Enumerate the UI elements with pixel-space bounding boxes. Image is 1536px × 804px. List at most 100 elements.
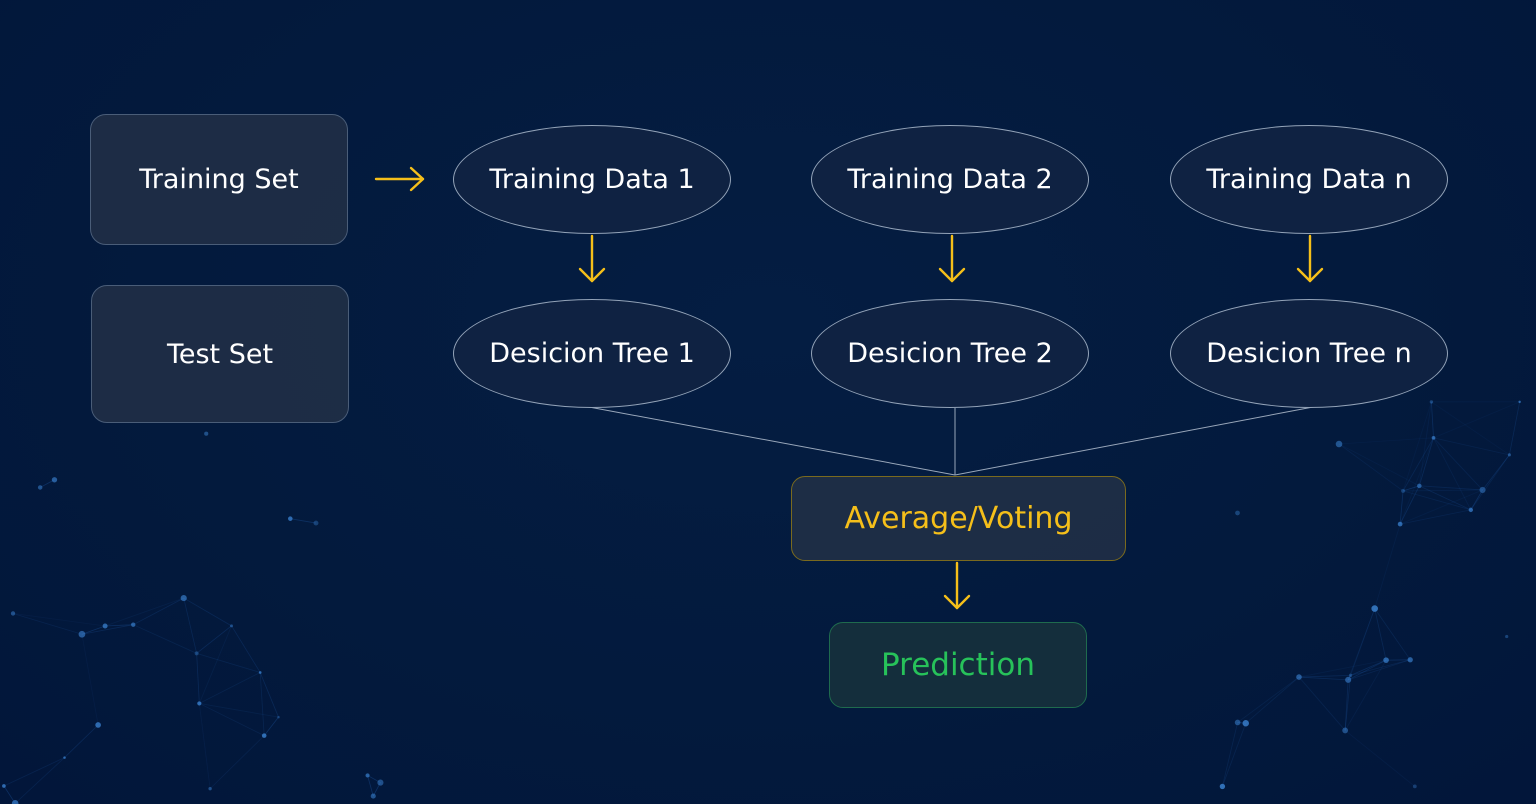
network-node — [131, 622, 136, 627]
arrow-data1-to-tree1 — [578, 234, 606, 283]
network-node — [1401, 488, 1406, 493]
network-left — [2, 431, 384, 804]
training-data-1-node: Training Data 1 — [453, 125, 731, 234]
network-node — [1407, 657, 1413, 663]
decision-tree-1-label: Desicion Tree 1 — [489, 338, 695, 369]
test-set-label: Test Set — [166, 338, 274, 370]
arrow-training-set-to-data — [374, 166, 425, 192]
network-link — [1470, 454, 1510, 511]
network-node — [37, 485, 43, 490]
network-link — [1418, 437, 1434, 486]
network-node — [1429, 400, 1434, 404]
network-node — [1468, 507, 1474, 513]
network-link — [14, 757, 65, 804]
network-node — [277, 715, 280, 719]
network-link — [231, 625, 261, 673]
network-link — [1399, 490, 1404, 525]
test-set-box: Test Set — [91, 285, 349, 423]
decision-tree-n-node: Desicion Tree n — [1170, 299, 1448, 408]
network-link — [39, 479, 55, 488]
network-node — [1397, 521, 1403, 527]
network-node — [11, 800, 19, 804]
network-link — [1374, 523, 1401, 609]
network-link — [1245, 676, 1300, 724]
network-node — [230, 624, 234, 628]
training-set-label: Training Set — [139, 164, 299, 195]
tree-to-aggregation-lines — [588, 406, 1314, 476]
network-link — [1400, 509, 1471, 525]
network-link — [1419, 485, 1483, 491]
network-node — [2, 784, 6, 788]
network-link — [259, 672, 279, 718]
network-link — [1222, 723, 1247, 787]
network-link — [183, 597, 232, 627]
network-link — [1482, 454, 1510, 491]
network-node — [204, 431, 209, 436]
network-node — [1412, 784, 1417, 789]
network-link — [1344, 675, 1351, 731]
network-node — [180, 595, 187, 602]
network-link — [199, 703, 265, 737]
network-node — [365, 773, 370, 778]
network-node — [1345, 676, 1352, 683]
network-node — [1383, 657, 1389, 663]
network-node — [63, 756, 66, 759]
network-link — [1374, 608, 1411, 661]
line-tree1-to-average — [588, 406, 956, 476]
network-link — [1348, 659, 1411, 681]
network-link — [1338, 443, 1420, 487]
network-node — [1518, 400, 1521, 404]
network-node — [1507, 453, 1511, 457]
network-link — [1298, 674, 1351, 678]
network-link — [1431, 401, 1434, 438]
network-node — [1219, 783, 1226, 790]
network-node — [1296, 674, 1302, 680]
network-node — [1348, 673, 1353, 678]
arrow-average-to-prediction — [943, 561, 971, 610]
network-node — [1335, 440, 1343, 448]
network-node — [1371, 605, 1378, 612]
network-node — [95, 722, 101, 728]
training-data-2-node: Training Data 2 — [811, 125, 1089, 234]
prediction-box: Prediction — [829, 622, 1087, 708]
network-node — [1242, 720, 1249, 727]
network-link — [1402, 401, 1432, 492]
network-link — [196, 653, 200, 704]
network-link — [105, 624, 134, 627]
network-link — [81, 634, 99, 726]
network-link — [1338, 437, 1434, 445]
network-link — [1298, 659, 1387, 678]
network-link — [1350, 659, 1411, 676]
arrow-datan-to-treen — [1296, 234, 1324, 283]
network-node — [1431, 436, 1436, 440]
average-voting-box: Average/Voting — [791, 476, 1126, 561]
network-link — [1433, 401, 1520, 439]
network-node — [377, 779, 384, 786]
network-link — [1374, 608, 1387, 661]
network-link — [259, 672, 265, 736]
network-link — [1399, 485, 1420, 525]
network-link — [81, 625, 106, 635]
network-node — [258, 671, 262, 674]
network-link — [1350, 659, 1387, 676]
network-link — [198, 703, 211, 789]
network-link — [198, 625, 232, 704]
network-link — [1433, 437, 1472, 511]
network-link — [1344, 679, 1349, 731]
network-link — [1298, 676, 1346, 731]
network-node — [78, 630, 86, 638]
network-link — [64, 724, 99, 758]
network-link — [1347, 608, 1376, 680]
network-link — [133, 597, 184, 626]
average-voting-label: Average/Voting — [844, 501, 1073, 536]
network-link — [3, 757, 65, 787]
decision-tree-1-node: Desicion Tree 1 — [453, 299, 731, 408]
network-link — [1344, 659, 1387, 731]
network-link — [1222, 722, 1239, 787]
network-link — [1347, 659, 1387, 681]
training-data-1-label: Training Data 1 — [489, 164, 695, 195]
network-node — [51, 477, 58, 483]
training-data-n-label: Training Data n — [1206, 164, 1412, 195]
